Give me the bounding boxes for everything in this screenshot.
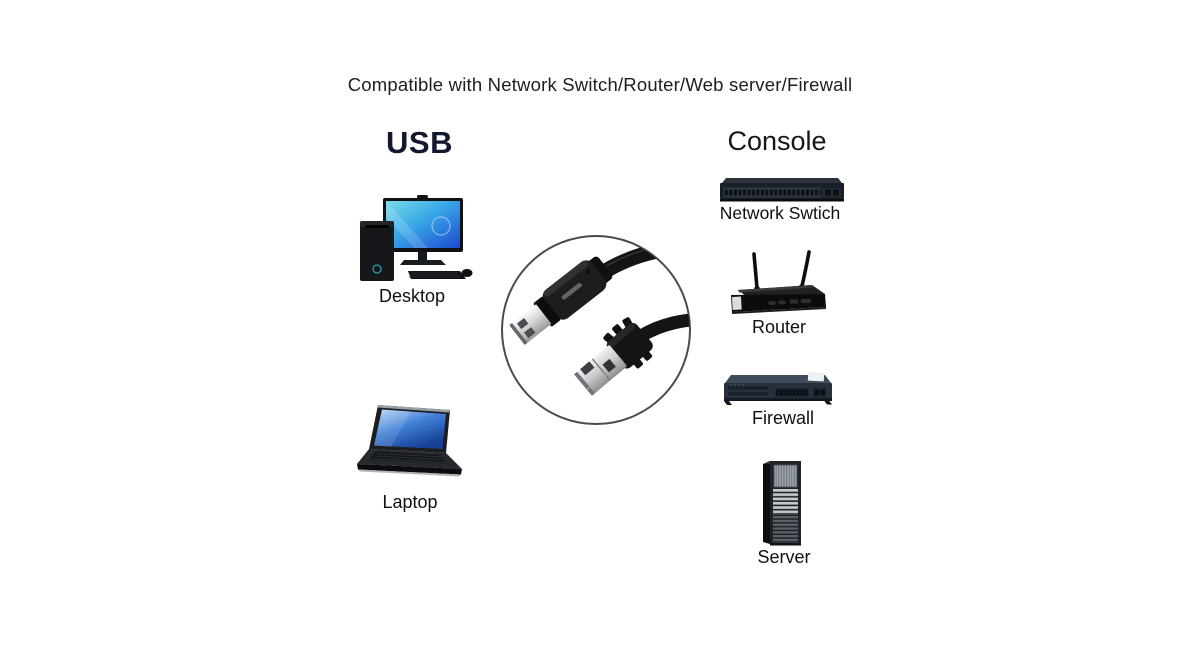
network-switch-label: Network Swtich [719, 203, 841, 223]
compatibility-title: Compatible with Network Switch/Router/We… [347, 74, 853, 95]
usb-connector-icon [509, 256, 613, 345]
server-icon [763, 461, 801, 546]
cable-photo-circle [501, 235, 691, 425]
console-column-header: Console [727, 126, 827, 156]
server-label: Server [757, 547, 811, 567]
desktop-icon [360, 195, 473, 281]
router-icon [731, 250, 826, 314]
network-switch-icon [720, 178, 844, 202]
firewall-label: Firewall [751, 408, 814, 428]
usb-column-header: USB [386, 125, 453, 160]
laptop-icon [357, 405, 462, 477]
laptop-label: Laptop [382, 492, 438, 512]
rj45-connector-icon [574, 317, 653, 396]
router-label: Router [751, 317, 807, 337]
firewall-icon [724, 372, 832, 405]
desktop-label: Desktop [378, 286, 446, 306]
